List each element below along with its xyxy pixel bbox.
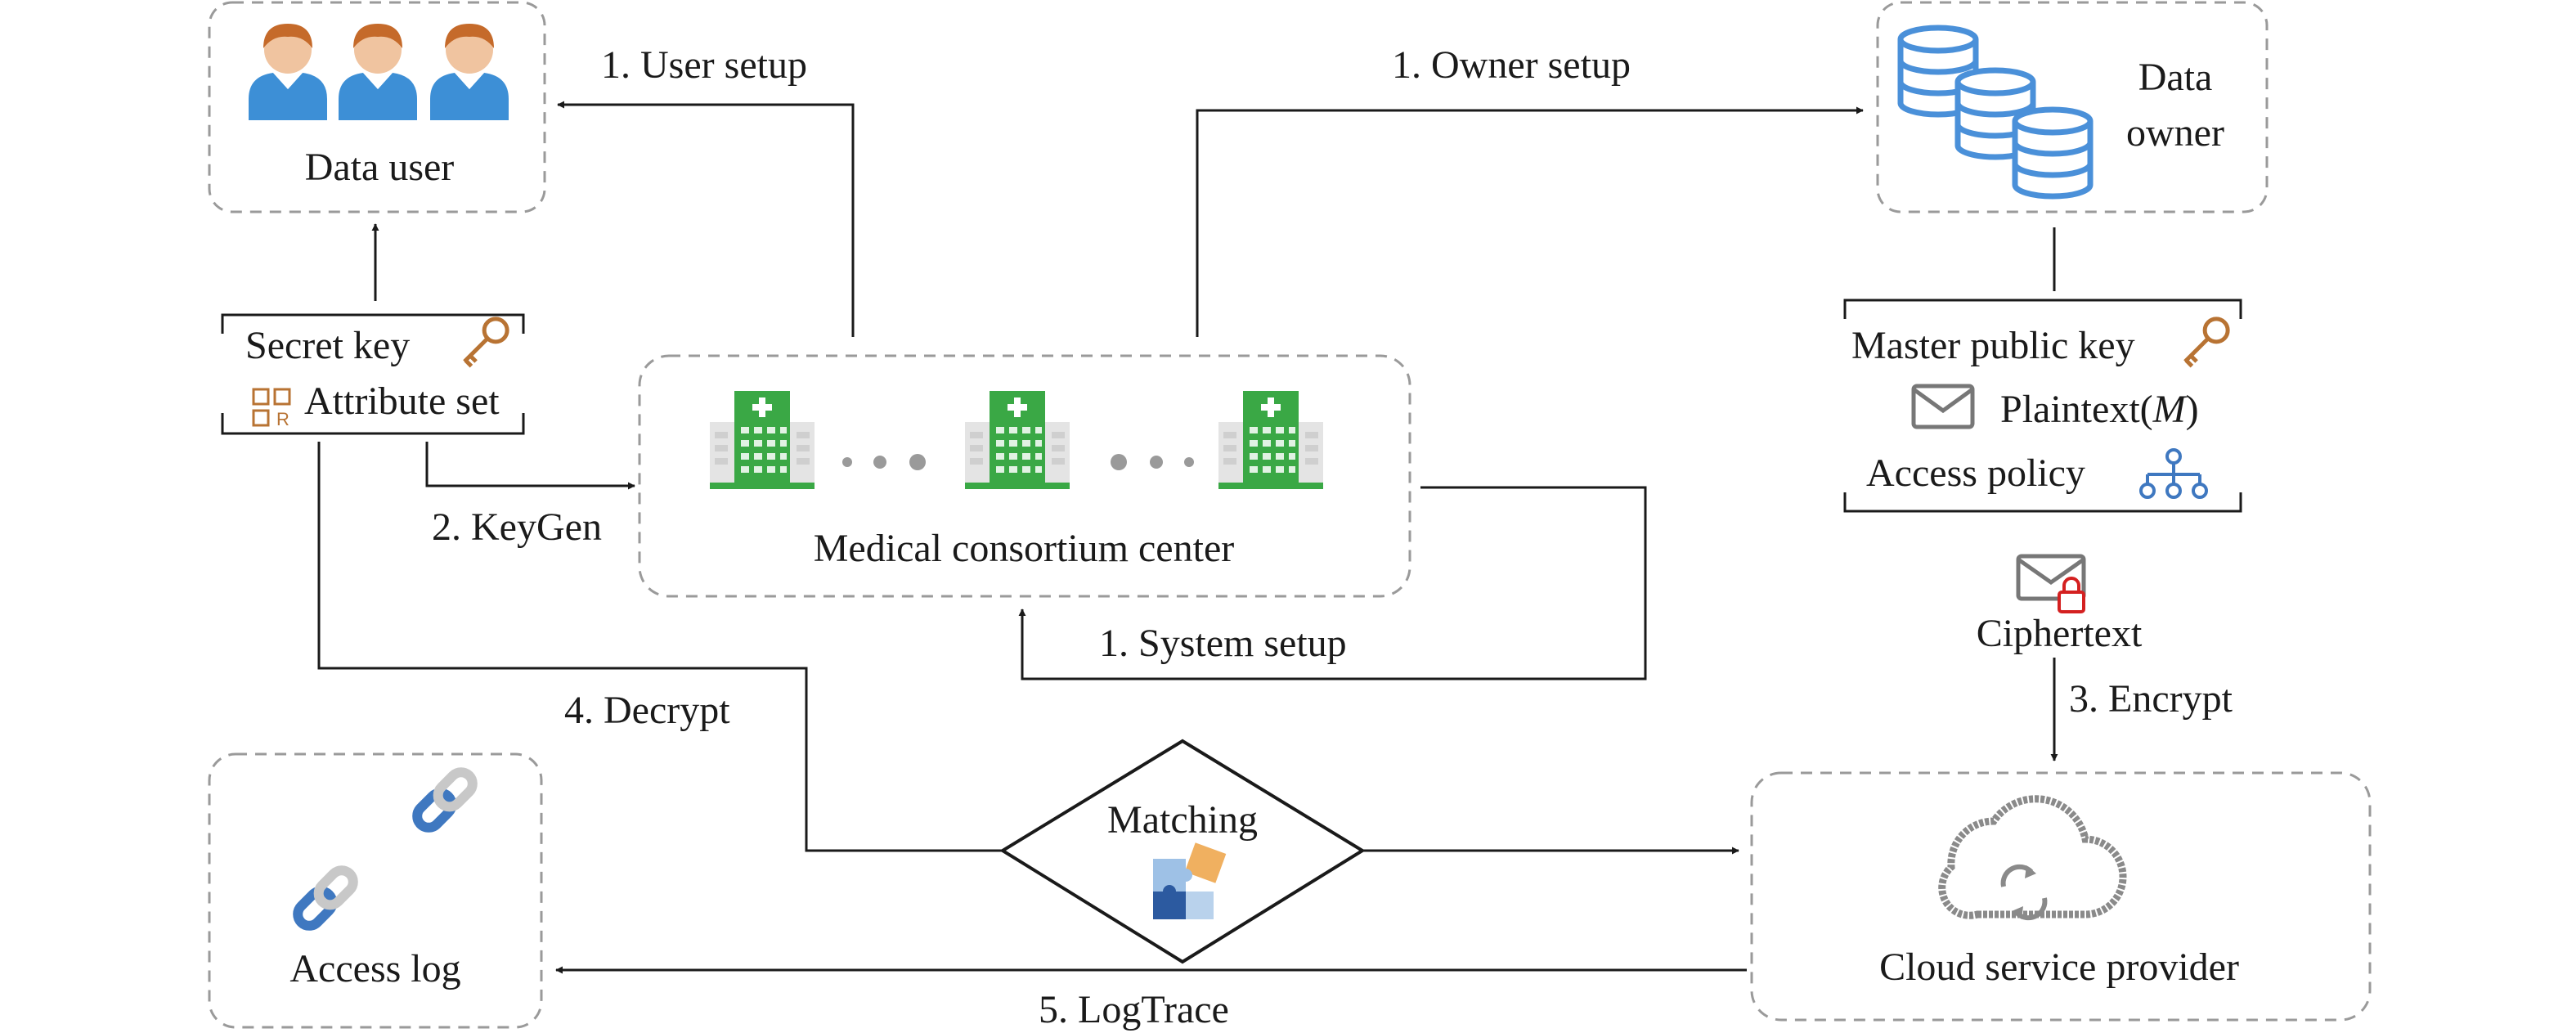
cloud-provider-label: Cloud service provider (1879, 945, 2239, 989)
plaintext-label: Plaintext(M) (2000, 388, 2199, 431)
top-brace (221, 313, 525, 334)
system-setup-arrow (1018, 486, 1647, 680)
access-log-node: Access log (208, 752, 543, 1029)
key-icon (2183, 317, 2230, 368)
hospital-icon (1218, 391, 1323, 489)
puzzle-icon (1153, 842, 1227, 919)
ciphertext-label: Ciphertext (1977, 612, 2143, 655)
envelope-icon (1911, 384, 1975, 429)
chain-link-icon (412, 767, 478, 833)
svg-text:R: R (276, 409, 289, 429)
attribute-set-label: Attribute set (304, 380, 500, 423)
plaintext-prefix: Plaintext( (2000, 388, 2153, 431)
data-user-box (208, 1, 546, 213)
ciphertext-node: Ciphertext (1977, 554, 2143, 655)
ellipsis-icon (1111, 454, 1194, 470)
user-key-group: Secret key R Attribute set (221, 313, 525, 435)
cloud-provider-node: Cloud service provider (1750, 771, 2372, 1022)
bottom-brace (221, 413, 525, 435)
chain-link-icon (293, 865, 358, 931)
access-log-label: Access log (289, 947, 460, 990)
hierarchy-icon (2139, 448, 2208, 499)
top-brace (1843, 299, 2242, 319)
ellipsis-icon (842, 454, 926, 470)
keygen-label: 2. KeyGen (432, 505, 602, 549)
decrypt-line (317, 442, 1003, 852)
system-setup-label: 1. System setup (1099, 622, 1347, 665)
keygen-arrow (425, 442, 635, 490)
owner-item-group: Master public key Plaintext(M) Access po… (1843, 299, 2242, 513)
user-setup-label: 1. User setup (601, 43, 807, 87)
decrypt-label: 4. Decrypt (564, 689, 730, 732)
medical-center-label: Medical consortium center (814, 527, 1234, 570)
data-user-node: Data user (208, 1, 546, 213)
person-icon (430, 24, 509, 120)
key-icon (463, 317, 509, 368)
data-owner-node: Data owner (1876, 1, 2269, 213)
cloud-provider-box (1750, 771, 2372, 1022)
access-policy-label: Access policy (1866, 451, 2085, 495)
data-owner-label-line1: Data (2138, 56, 2213, 99)
medical-center-box (638, 354, 1411, 598)
cloud-sync-icon (1938, 795, 2127, 921)
hospital-icon (710, 391, 815, 489)
bottom-brace (1843, 492, 2242, 513)
plaintext-variable: M (2152, 388, 2188, 431)
logtrace-label: 5. LogTrace (1039, 988, 1229, 1031)
database-icon (1897, 25, 2094, 200)
plaintext-suffix: ) (2186, 388, 2199, 431)
master-public-key-label: Master public key (1851, 324, 2135, 367)
person-icon (249, 24, 327, 120)
encrypt-label: 3. Encrypt (2069, 677, 2233, 721)
data-owner-label-line2: owner (2126, 111, 2224, 155)
secret-key-label: Secret key (245, 324, 410, 367)
owner-setup-arrow (1196, 106, 1864, 337)
connectors (317, 101, 2058, 974)
data-owner-box (1876, 1, 2269, 213)
user-setup-arrow (557, 101, 855, 337)
attribute-grid-icon: R (252, 388, 291, 429)
medical-center-node: Medical consortium center (638, 354, 1411, 598)
locked-envelope-icon (2016, 554, 2086, 613)
matching-node: Matching (999, 739, 1366, 964)
matching-diamond (999, 739, 1366, 964)
hospital-icon (965, 391, 1070, 489)
access-log-box (208, 752, 543, 1029)
matching-label: Matching (1107, 798, 1258, 842)
person-icon (339, 24, 417, 120)
data-user-label: Data user (305, 146, 455, 189)
owner-setup-label: 1. Owner setup (1392, 43, 1631, 87)
